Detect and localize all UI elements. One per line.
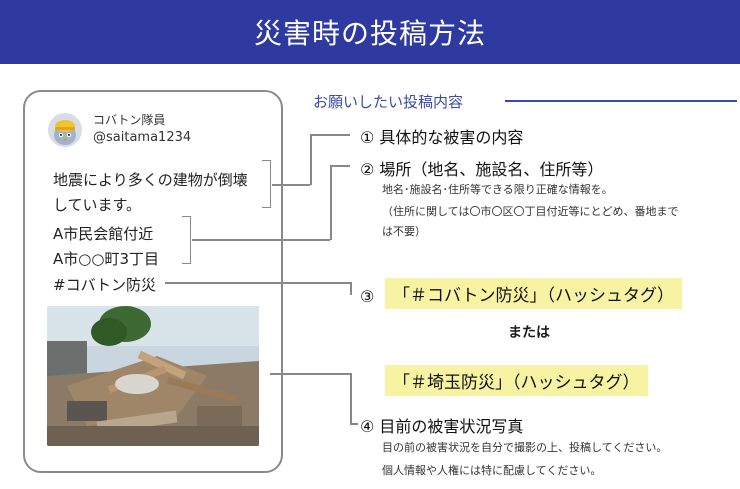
connector-item2 (192, 239, 330, 241)
connector-item4-down (350, 373, 352, 423)
hashtag-kobaton-highlight: 「＃コバトン防災」（ハッシュタグ） (385, 278, 683, 309)
post-body-line2: しています。 (53, 196, 142, 214)
page-title: 災害時の投稿方法 (253, 17, 486, 50)
body-bracket (262, 160, 271, 208)
hashtag-saitama-highlight: 「＃埼玉防災」（ハッシュタグ） (385, 365, 648, 396)
post-body-line1: 地震により多くの建物が倒壊 (53, 171, 248, 189)
header-bar: 災害時の投稿方法 (0, 0, 740, 64)
item2-sub3: は不要） (382, 225, 426, 238)
post-hashtag: #コバトン防災 (53, 276, 157, 294)
connector-item1-end (310, 134, 350, 136)
item1-title: ① 具体的な被害の内容 (360, 128, 524, 147)
place-bracket (182, 216, 191, 264)
item2-sub2: （住所に関しては〇市〇区〇丁目付近等にとどめ、番地まで (382, 205, 679, 218)
heading-rule (505, 100, 737, 102)
connector-item1 (272, 184, 310, 186)
collapsed-building-photo (47, 306, 259, 446)
connector-item1-vertical (310, 134, 312, 185)
item4-title: ④ 目前の被害状況写真 (360, 417, 524, 436)
item3-prefix: ③ (360, 287, 375, 306)
connector-item2-vertical (330, 165, 332, 240)
kobaton-mascot-icon (48, 113, 82, 147)
item4-sub2: 個人情報や人権には特に配慮してください。 (382, 464, 602, 477)
item4-sub1: 目の前の被害状況を自分で撮影の上、投稿してください。 (382, 441, 668, 454)
connector-item4-end (350, 423, 358, 425)
item2-title: ② 場所（地名、施設名、住所等） (360, 160, 604, 179)
post-place-line1: A市民会館付近 (53, 225, 154, 243)
example-post-card: コバトン隊員 @saitama1234 地震により多くの建物が倒壊 しています。… (23, 90, 283, 473)
or-label: または (508, 325, 550, 341)
post-user-name: コバトン隊員 (93, 113, 166, 127)
post-handle: @saitama1234 (93, 130, 192, 145)
post-place-line2: A市○○町3丁目 (53, 250, 159, 268)
item2-sub1: 地名･施設名･住所等できる限り正確な情報を。 (382, 183, 613, 196)
connector-item4 (270, 373, 350, 375)
connector-item3-down (350, 282, 352, 295)
connector-item3 (165, 282, 350, 284)
instructions-heading: お願いしたい投稿内容 (313, 93, 464, 111)
connector-item2-end (330, 165, 350, 167)
